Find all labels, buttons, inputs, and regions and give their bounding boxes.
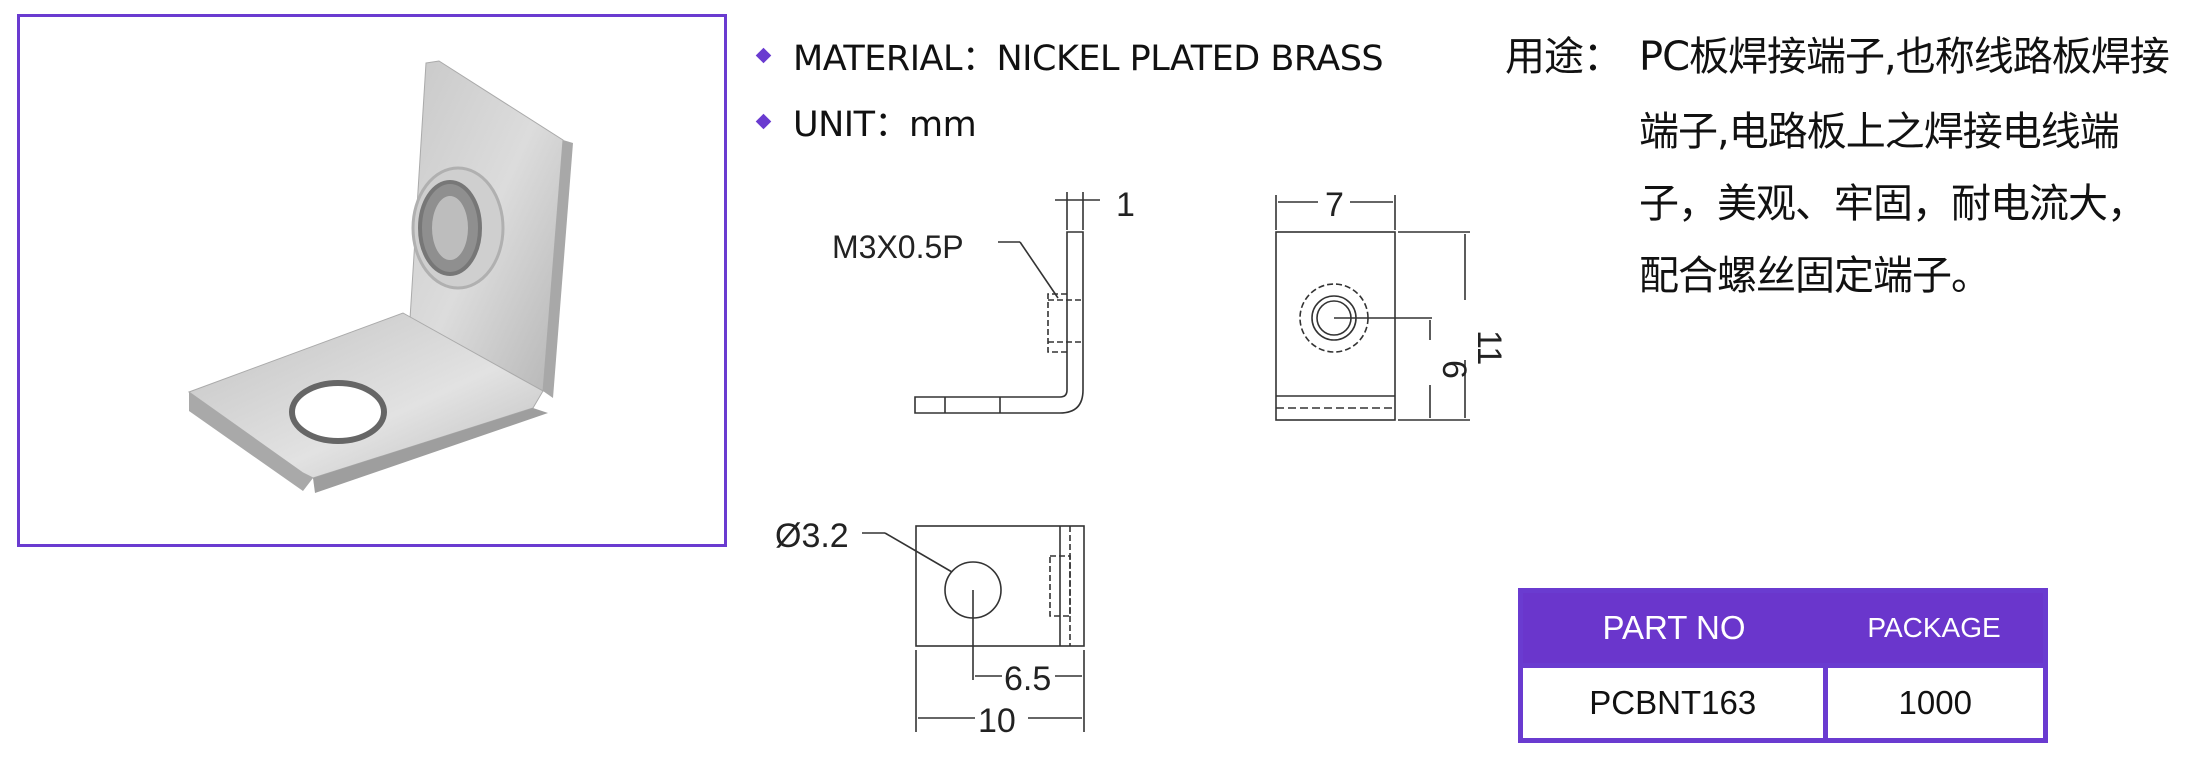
table-row: PCBNT163 1000 bbox=[1518, 663, 2048, 743]
height-label: 11 bbox=[1470, 330, 1508, 365]
product-photo bbox=[187, 60, 573, 493]
side-view: M3X0.5P 1 bbox=[832, 186, 1135, 414]
unit-text: UNIT：mm bbox=[793, 105, 977, 145]
usage-line: PC板焊接端子,也称线路板焊接 bbox=[1639, 34, 2170, 80]
unit-spec: UNIT：mm bbox=[755, 96, 977, 147]
product-photo-frame bbox=[17, 14, 727, 547]
header-part-no: PART NO bbox=[1520, 590, 1825, 666]
material-text: MATERIAL：NICKEL PLATED BRASS bbox=[793, 39, 1384, 79]
usage-label: 用途： bbox=[1505, 34, 1623, 80]
thickness-label: 1 bbox=[1116, 186, 1135, 224]
usage-line: 子，美观、牢固，耐电流大， bbox=[1639, 181, 2147, 227]
hole-height-label: 6 bbox=[1435, 360, 1473, 379]
hole-dia-label: Ø3.2 bbox=[775, 517, 849, 555]
bottom-view: Ø3.2 6.5 10 bbox=[775, 517, 1085, 740]
hole-offset-label: 6.5 bbox=[1004, 660, 1051, 698]
table-header-row: PART NO PACKAGE bbox=[1520, 590, 2046, 666]
material-spec: MATERIAL：NICKEL PLATED BRASS bbox=[755, 30, 1384, 81]
width-label: 7 bbox=[1325, 186, 1344, 224]
front-view: 7 11 6 bbox=[1275, 186, 1508, 421]
cell-part-no: PCBNT163 bbox=[1518, 663, 1828, 743]
usage-line: 端子,电路板上之焊接电线端 bbox=[1639, 109, 2120, 155]
usage-line: 配合螺丝固定端子。 bbox=[1639, 253, 1991, 299]
header-package: PACKAGE bbox=[1825, 590, 2046, 666]
length-label: 10 bbox=[978, 702, 1016, 740]
cell-package: 1000 bbox=[1822, 663, 2048, 743]
thread-label: M3X0.5P bbox=[832, 229, 964, 265]
part-table: PART NO PACKAGE PCBNT163 1000 bbox=[1518, 588, 2048, 743]
